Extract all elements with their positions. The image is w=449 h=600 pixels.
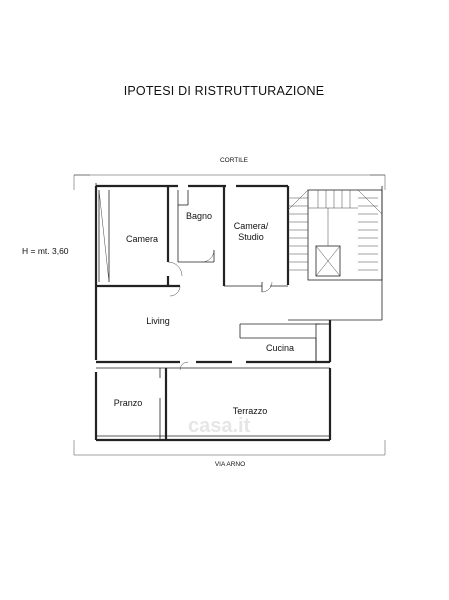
room-living: Living — [146, 316, 170, 326]
height-note: H = mt. 3,60 — [22, 246, 69, 256]
room-bagno: Bagno — [186, 211, 212, 221]
watermark-logo: casa.it — [188, 415, 251, 437]
room-terrazzo: Terrazzo — [233, 406, 268, 416]
room-camera-studio-line2: Studio — [238, 232, 264, 242]
camera-window — [98, 189, 110, 283]
cortile-label: CORTILE — [220, 157, 249, 164]
outline-markers — [73, 174, 386, 456]
interior-walls — [96, 186, 331, 440]
via-arno-label: VIA ARNO — [215, 461, 245, 468]
doors — [167, 249, 273, 371]
staircase — [287, 189, 383, 281]
room-camera: Camera — [126, 234, 158, 244]
room-cucina: Cucina — [266, 343, 294, 353]
room-camera-studio-line1: Camera/ — [234, 221, 269, 231]
plan-title: IPOTESI DI RISTRUTTURAZIONE — [124, 84, 325, 98]
room-pranzo: Pranzo — [114, 398, 143, 408]
